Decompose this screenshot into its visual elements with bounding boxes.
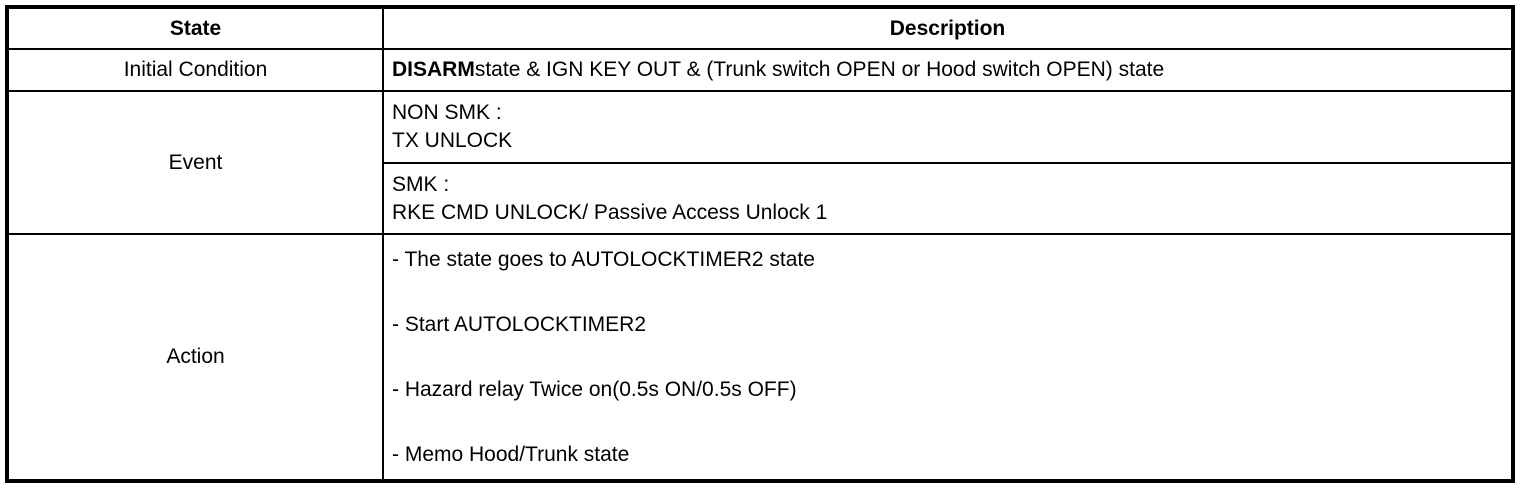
action-item: - Start AUTOLOCKTIMER2 [392,312,646,336]
action-item: - Memo Hood/Trunk state [392,442,630,466]
event-smk-description: SMK : RKE CMD UNLOCK/ Passive Access Unl… [382,162,1514,235]
initial-condition-label: Initial Condition [6,48,384,92]
event-non-smk-line1: NON SMK : [392,101,502,124]
state-column-header: State [6,6,384,50]
state-description-table: State Description Initial Condition DISA… [5,5,1515,483]
header-row: State Description [6,6,1514,50]
event-non-smk-description: NON SMK : TX UNLOCK [382,90,1514,164]
initial-condition-description: DISARMstate & IGN KEY OUT & (Trunk switc… [382,48,1514,92]
action-item-list: - The state goes to AUTOLOCKTIMER2 state… [385,242,1511,473]
description-column-header: Description [382,6,1514,50]
event-label: Event [6,90,384,235]
initial-condition-bold-text: DISARM [392,58,475,81]
event-non-smk-line2: TX UNLOCK [392,129,513,152]
action-row: Action - The state goes to AUTOLOCKTIMER… [6,233,1514,482]
action-item: - Hazard relay Twice on(0.5s ON/0.5s OFF… [392,377,797,401]
action-item: - The state goes to AUTOLOCKTIMER2 state [392,247,815,271]
action-description: - The state goes to AUTOLOCKTIMER2 state… [382,233,1514,482]
event-row-non-smk: Event NON SMK : TX UNLOCK [6,90,1514,235]
initial-condition-row: Initial Condition DISARMstate & IGN KEY … [6,48,1514,92]
event-smk-line2: RKE CMD UNLOCK/ Passive Access Unlock 1 [392,200,828,224]
event-row-smk: SMK : RKE CMD UNLOCK/ Passive Access Unl… [7,162,1514,235]
initial-condition-text: state & IGN KEY OUT & (Trunk switch OPEN… [474,58,1165,81]
event-smk-line1: SMK : [392,172,450,196]
action-label: Action [6,233,384,482]
